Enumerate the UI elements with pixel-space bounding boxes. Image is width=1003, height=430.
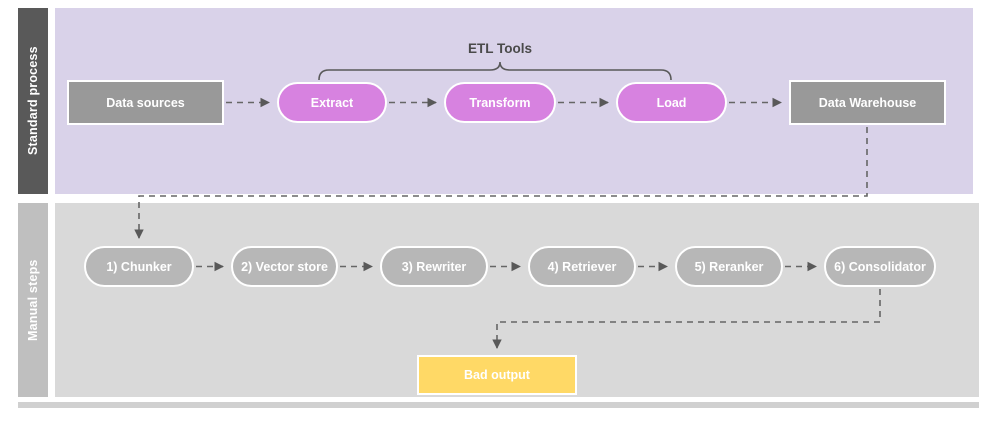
node-reranker[interactable]: 5) Reranker — [675, 246, 783, 287]
footer-divider-strip — [18, 402, 979, 408]
node-data-sources[interactable]: Data sources — [67, 80, 224, 125]
node-transform[interactable]: Transform — [444, 82, 556, 123]
node-vector-store[interactable]: 2) Vector store — [231, 246, 338, 287]
node-data-warehouse[interactable]: Data Warehouse — [789, 80, 946, 125]
node-rewriter[interactable]: 3) Rewriter — [380, 246, 488, 287]
lane-label-standard-process: Standard process — [18, 8, 48, 194]
node-bad-output[interactable]: Bad output — [417, 355, 577, 395]
node-load[interactable]: Load — [616, 82, 727, 123]
node-extract[interactable]: Extract — [277, 82, 387, 123]
etl-tools-label: ETL Tools — [468, 41, 532, 56]
node-retriever[interactable]: 4) Retriever — [528, 246, 636, 287]
node-chunker[interactable]: 1) Chunker — [84, 246, 194, 287]
lane-label-manual-steps: Manual steps — [18, 203, 48, 397]
node-consolidator[interactable]: 6) Consolidator — [824, 246, 936, 287]
